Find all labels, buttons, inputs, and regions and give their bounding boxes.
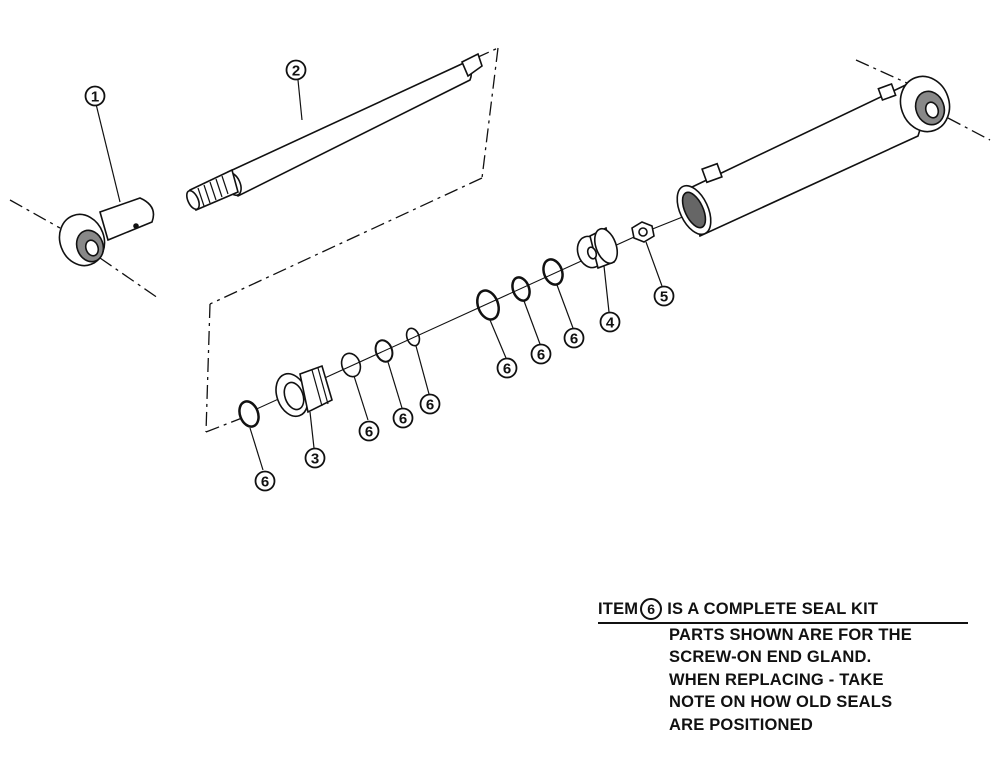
svg-text:6: 6 — [399, 411, 407, 428]
callout-5: 5 — [653, 285, 675, 307]
note-heading: ITEM 6 IS A COMPLETE SEAL KIT — [598, 598, 968, 624]
svg-text:4: 4 — [606, 315, 615, 332]
svg-text:5: 5 — [660, 289, 668, 306]
svg-text:6: 6 — [426, 397, 434, 414]
piston — [576, 226, 619, 270]
cylinder-barrel — [676, 75, 951, 238]
note-line: ARE POSITIONED — [669, 715, 813, 734]
svg-text:1: 1 — [91, 89, 99, 106]
callout-6: 6 — [392, 407, 414, 429]
lock-nut — [631, 221, 655, 243]
note-line: SCREW-ON END GLAND. — [669, 648, 872, 666]
note-item-prefix: ITEM — [598, 600, 639, 618]
note-line: PARTS SHOWN ARE FOR THE — [669, 625, 912, 644]
svg-text:6: 6 — [503, 361, 511, 378]
note-line: NOTE ON HOW OLD SEALS — [669, 693, 893, 711]
leader-lines — [95, 79, 663, 471]
rod-end-clevis — [58, 197, 155, 267]
svg-text:6: 6 — [365, 424, 373, 441]
piston-rod — [186, 52, 483, 212]
svg-text:6: 6 — [261, 474, 269, 491]
seal-kit-note: ITEM 6 IS A COMPLETE SEAL KIT PARTS SHOW… — [598, 598, 993, 736]
callout-6: 6 — [358, 420, 380, 442]
callout-6: 6 — [254, 470, 276, 492]
svg-text:6: 6 — [537, 347, 545, 364]
callout-4: 4 — [599, 311, 621, 333]
assembly-lines — [9, 47, 991, 433]
callout-6: 6 — [496, 357, 518, 379]
callout-3: 3 — [304, 447, 326, 469]
callout-6: 6 — [563, 327, 585, 349]
note-item-suffix: IS A COMPLETE SEAL KIT — [667, 600, 879, 618]
callouts: 1 2 3 4 5 6 6 6 6 6 6 6 — [84, 59, 675, 492]
svg-text:3: 3 — [311, 451, 319, 468]
callout-6: 6 — [419, 393, 441, 415]
callout-6: 6 — [530, 343, 552, 365]
svg-text:6: 6 — [570, 331, 578, 348]
note-item-number: 6 — [640, 598, 663, 621]
svg-text:2: 2 — [292, 63, 300, 80]
seal-rings — [238, 258, 564, 428]
callout-1: 1 — [84, 85, 106, 107]
end-gland — [275, 364, 333, 418]
note-line: WHEN REPLACING - TAKE — [669, 670, 884, 689]
callout-2: 2 — [285, 59, 307, 81]
